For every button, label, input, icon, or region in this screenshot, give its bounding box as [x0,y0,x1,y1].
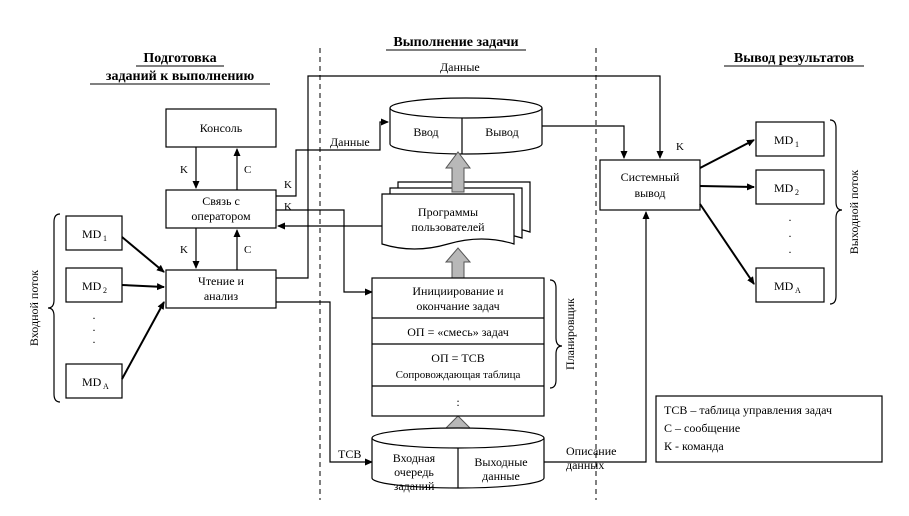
output-device-2-main: MD [774,181,794,195]
output-stream-label: Выходной поток [847,170,861,255]
operator-comm-line2: оператором [191,209,251,223]
out-data-line2: данные [482,469,520,483]
line-comm-k-to-input [276,118,389,197]
input-device-1 [65,215,123,251]
arrow-programs-to-db [445,151,471,193]
label-c1: C [244,164,251,176]
label-k-comm1: K [284,179,292,191]
read-analyze-box [165,269,277,309]
line-comm-k-to-init [276,209,373,296]
input-device-a-main: MD [82,375,102,389]
planner-stack [371,277,545,417]
label-k1: K [180,164,188,176]
queue-cylinder-top [371,427,545,449]
line-queue-to-sysout [544,211,650,463]
out-data-line1: Выходные [474,455,527,469]
operator-comm-box [165,189,277,229]
label-data-top: Данные [440,60,480,74]
legend-line3: К - команда [664,439,724,453]
op-mix-label: ОП = «смесь» задач [407,325,509,339]
input-device-a [65,363,123,399]
line-db-to-sysout [542,125,628,159]
input-stream-label: Входной поток [27,270,41,346]
label-k2: K [180,244,188,256]
programs-line1: Программы [418,205,478,219]
legend-box [655,395,883,463]
input-ellipsis-2: · [92,323,96,337]
label-data-left: Данные [330,135,370,149]
arrow-md2-to-read [121,283,165,291]
input-ellipsis-1: · [92,311,96,325]
output-device-1-main: MD [774,133,794,147]
system-output-line2: вывод [634,186,665,200]
queue-line2: очередь [394,465,434,479]
input-device-2-main: MD [82,279,102,293]
output-device-a [755,267,825,303]
legend-line2: С – сообщение [664,421,740,435]
input-device-a-sub: A [103,382,109,391]
input-device-2-sub: 2 [103,286,107,295]
line-data-top [276,75,664,279]
header-output: Вывод результатов [734,51,855,66]
output-ellipsis-1: · [788,213,792,227]
queue-line3: заданий [394,479,435,493]
operator-comm-line1: Связь с [202,194,240,208]
header-exec: Выполнение задачи [393,35,518,50]
output-device-2 [755,169,825,205]
programs-doc-front [381,193,515,250]
queue-line1: Входная [393,451,436,465]
io-db-out-label: Вывод [485,125,518,139]
input-ellipsis-3: · [92,335,96,349]
read-analyze-line1: Чтение и [198,274,245,288]
label-k-comm2: K [284,201,292,213]
header-prep-line2: заданий к выполнению [106,69,255,84]
label-k-sys: K [676,141,684,153]
system-output-box [599,159,701,211]
arrow-stack-to-programs [444,247,472,279]
init-line1: Инициирование и [412,284,504,298]
arrow-mda-to-read [121,301,165,380]
escort-table-label: Сопровождающая таблица [396,369,521,381]
output-device-a-main: MD [774,279,794,293]
line-read-to-queue [276,301,373,466]
arrow-sysout-to-mda [699,203,755,285]
output-device-a-sub: A [795,286,801,295]
input-device-1-sub: 1 [103,234,107,243]
op-tcb-label: ОП = ТСВ [431,351,484,365]
programs-line2: пользователей [411,220,485,234]
desc-line1: Описание [566,444,616,458]
input-stream-brace [47,213,61,403]
output-device-1 [755,121,825,157]
planner-brace [549,279,563,389]
output-device-1-sub: 1 [795,140,799,149]
label-c2: C [244,244,251,256]
output-ellipsis-3: · [788,245,792,259]
input-device-1-main: MD [82,227,102,241]
output-device-2-sub: 2 [795,188,799,197]
console-label: Консоль [200,121,243,135]
label-tcb: ТСВ [338,447,361,461]
output-ellipsis-2: · [788,229,792,243]
io-db-in-label: Ввод [413,125,438,139]
system-output-line1: Системный [621,170,680,184]
arrow-sysout-to-md2 [699,183,755,191]
init-line2: окончание задач [416,299,499,313]
legend-line1: ТСВ – таблица управления задач [664,403,832,417]
arrow-md1-to-read [121,236,165,273]
planner-label: Планировщик [563,298,577,370]
stack-dots: : [456,395,459,409]
console-box [165,108,277,148]
header-prep-line1: Подготовка [143,51,216,66]
output-stream-brace [829,119,843,305]
read-analyze-line2: анализ [204,289,239,303]
desc-line2: данных [566,458,604,472]
io-db-cylinder-body [389,108,543,155]
arrow-sysout-to-md1 [699,139,755,169]
io-db-cylinder-top [389,97,543,119]
